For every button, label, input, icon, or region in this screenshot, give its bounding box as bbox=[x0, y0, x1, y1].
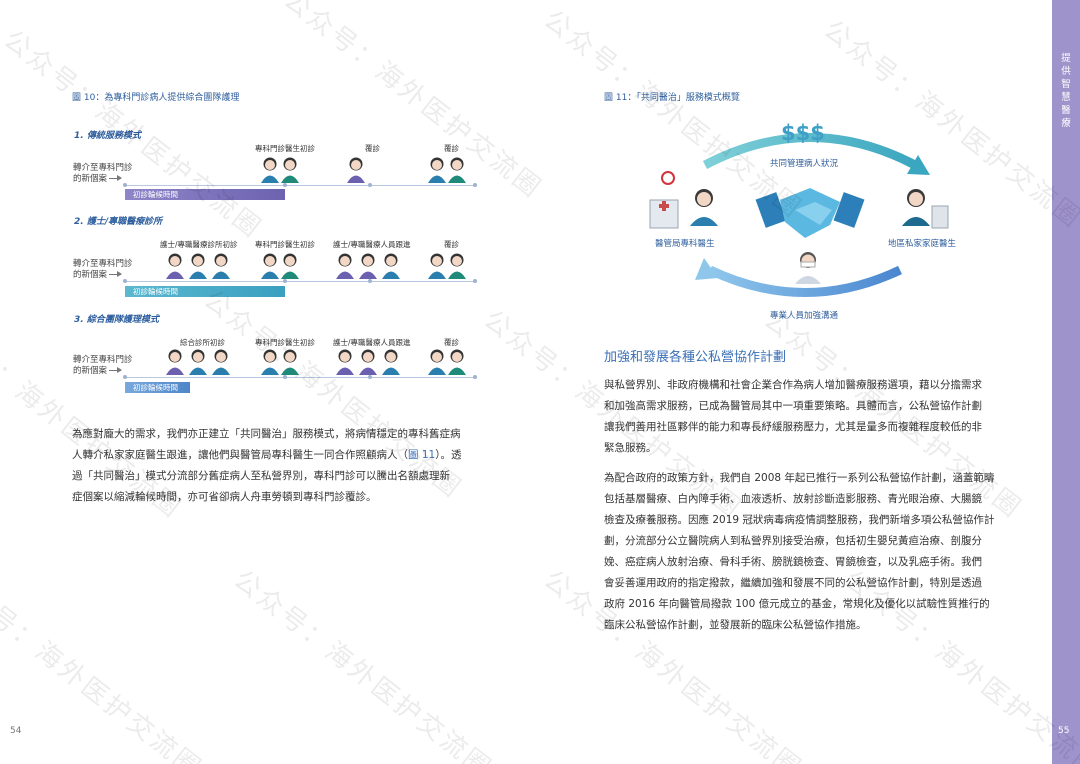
person-icon bbox=[281, 349, 299, 375]
s2-col-4: 覆診 bbox=[444, 240, 459, 249]
person-icon bbox=[428, 253, 446, 279]
s1-waiting-bar: 初診輪候時間 bbox=[125, 189, 285, 200]
page-number-left: 54 bbox=[10, 726, 22, 736]
section-2-title: 2. 護士/專職醫療診所 bbox=[74, 217, 163, 227]
money-symbol: $$$ bbox=[781, 121, 825, 145]
family-doctor-avatar bbox=[902, 189, 930, 226]
person-icon bbox=[189, 349, 207, 375]
page-number-right: 55 bbox=[1058, 726, 1070, 736]
s2-col-1: 護士/專職醫療診所初診 bbox=[160, 240, 238, 249]
person-icon bbox=[189, 253, 207, 279]
right-paragraph-2: 為配合政府的政策方針，我們自 2008 年起已推行一系列公私營協作計劃，涵蓋範疇… bbox=[604, 472, 995, 631]
person-icon bbox=[359, 349, 377, 375]
top-flow-arc bbox=[702, 133, 918, 169]
timeline-dot bbox=[283, 183, 287, 187]
family-doctor-label: 地區私家家庭醫生 bbox=[888, 239, 957, 249]
person-icon bbox=[448, 253, 466, 279]
timeline-dot bbox=[368, 183, 372, 187]
timeline-dot bbox=[123, 183, 127, 187]
person-icon bbox=[166, 349, 184, 375]
timeline-dot bbox=[368, 375, 372, 379]
person-icon bbox=[261, 349, 279, 375]
communication-label: 專業人員加強溝通 bbox=[770, 311, 839, 321]
person-icon bbox=[382, 349, 400, 375]
person-icon bbox=[281, 253, 299, 279]
timeline-dot bbox=[473, 183, 477, 187]
person-icon bbox=[261, 157, 279, 183]
s2-col-2: 專科門診醫生初診 bbox=[255, 240, 315, 249]
s1-col-2: 覆診 bbox=[365, 144, 380, 153]
timeline-dot bbox=[473, 375, 477, 379]
person-icon bbox=[428, 157, 446, 183]
s2-timeline bbox=[125, 281, 475, 282]
bottom-arrow-head-icon bbox=[695, 258, 718, 280]
s3-col-2: 專科門診醫生初診 bbox=[255, 338, 315, 347]
timeline-dot bbox=[368, 279, 372, 283]
person-icon bbox=[336, 349, 354, 375]
s2-referral-label: 轉介至專科門診 的新個案 bbox=[73, 259, 133, 280]
timeline-dot bbox=[123, 375, 127, 379]
section-3-title: 3. 綜合團隊護理模式 bbox=[74, 315, 159, 325]
person-icon bbox=[212, 349, 230, 375]
person-icon bbox=[448, 349, 466, 375]
s3-col-1: 綜合診所初診 bbox=[180, 338, 225, 347]
person-icon bbox=[261, 253, 279, 279]
person-icon bbox=[347, 157, 365, 183]
timeline-dot bbox=[283, 279, 287, 283]
person-icon bbox=[336, 253, 354, 279]
s1-col-1: 專科門診醫生初診 bbox=[255, 144, 315, 153]
arrow-right-icon bbox=[109, 367, 123, 373]
bottom-flow-arc bbox=[708, 265, 902, 297]
s2-col-3: 護士/專職醫療人員跟進 bbox=[333, 240, 411, 249]
patient-icons-layer bbox=[123, 157, 477, 379]
s3-col-3: 護士/專職醫療人員跟進 bbox=[333, 338, 411, 347]
shared-care-label: 共同管理病人狀況 bbox=[770, 159, 839, 169]
top-arrow-head-icon bbox=[907, 155, 930, 175]
right-paragraph-1: 與私營界別、非政府機構和社會企業合作為病人增加醫療服務選項，藉以分擔需求 和加強… bbox=[604, 379, 982, 454]
chapter-sidebar-label: 提供智慧醫療 bbox=[1061, 53, 1071, 129]
arrow-right-icon bbox=[109, 175, 123, 181]
hospital-building-icon bbox=[649, 199, 679, 229]
clinic-building-icon bbox=[931, 205, 949, 229]
ppp-heading: 加強和發展各種公私營協作計劃 bbox=[604, 350, 787, 365]
handshake-icon bbox=[755, 188, 865, 238]
timeline-dot bbox=[473, 279, 477, 283]
figure-11-title: 圖 11：「共同醫治」服務模式概覽 bbox=[604, 93, 740, 103]
s1-col-3: 覆診 bbox=[444, 144, 459, 153]
chapter-sidebar bbox=[1052, 0, 1080, 764]
watermark-text: 公众号：海外医护交流圈 bbox=[227, 564, 498, 764]
s3-col-4: 覆診 bbox=[444, 338, 459, 347]
person-icon bbox=[382, 253, 400, 279]
s3-waiting-bar: 初診輪候時間 bbox=[125, 382, 190, 393]
figure-10-title: 圖 10：為專科門診病人提供綜合團隊護理 bbox=[72, 93, 240, 103]
person-icon bbox=[428, 349, 446, 375]
person-icon bbox=[359, 253, 377, 279]
person-icon bbox=[212, 253, 230, 279]
watermark-text: 公众号：海外医护交流圈 bbox=[0, 564, 208, 764]
co-care-diagram bbox=[649, 133, 949, 297]
s1-referral-label: 轉介至專科門診 的新個案 bbox=[73, 163, 133, 184]
arrow-right-icon bbox=[109, 271, 123, 277]
s3-timeline bbox=[125, 377, 475, 378]
s1-timeline bbox=[125, 185, 475, 186]
person-icon bbox=[448, 157, 466, 183]
s3-referral-label: 轉介至專科門診 的新個案 bbox=[73, 355, 133, 376]
ha-logo-icon bbox=[661, 171, 675, 185]
hospital-doctor-avatar bbox=[690, 189, 718, 226]
left-paragraph: 為應對龐大的需求，我們亦正建立「共同醫治」服務模式，將病情穩定的專科舊症病 人轉… bbox=[72, 428, 462, 503]
person-icon bbox=[166, 253, 184, 279]
s2-waiting-bar: 初診輪候時間 bbox=[125, 286, 285, 297]
timeline-dot bbox=[123, 279, 127, 283]
ha-specialist-label: 醫管局專科醫生 bbox=[655, 239, 715, 249]
figure-11-link[interactable]: 圖 11 bbox=[408, 449, 436, 461]
allied-health-avatar bbox=[795, 252, 821, 284]
person-icon bbox=[281, 157, 299, 183]
timeline-dot bbox=[283, 375, 287, 379]
section-1-title: 1. 傳統服務模式 bbox=[74, 131, 141, 141]
